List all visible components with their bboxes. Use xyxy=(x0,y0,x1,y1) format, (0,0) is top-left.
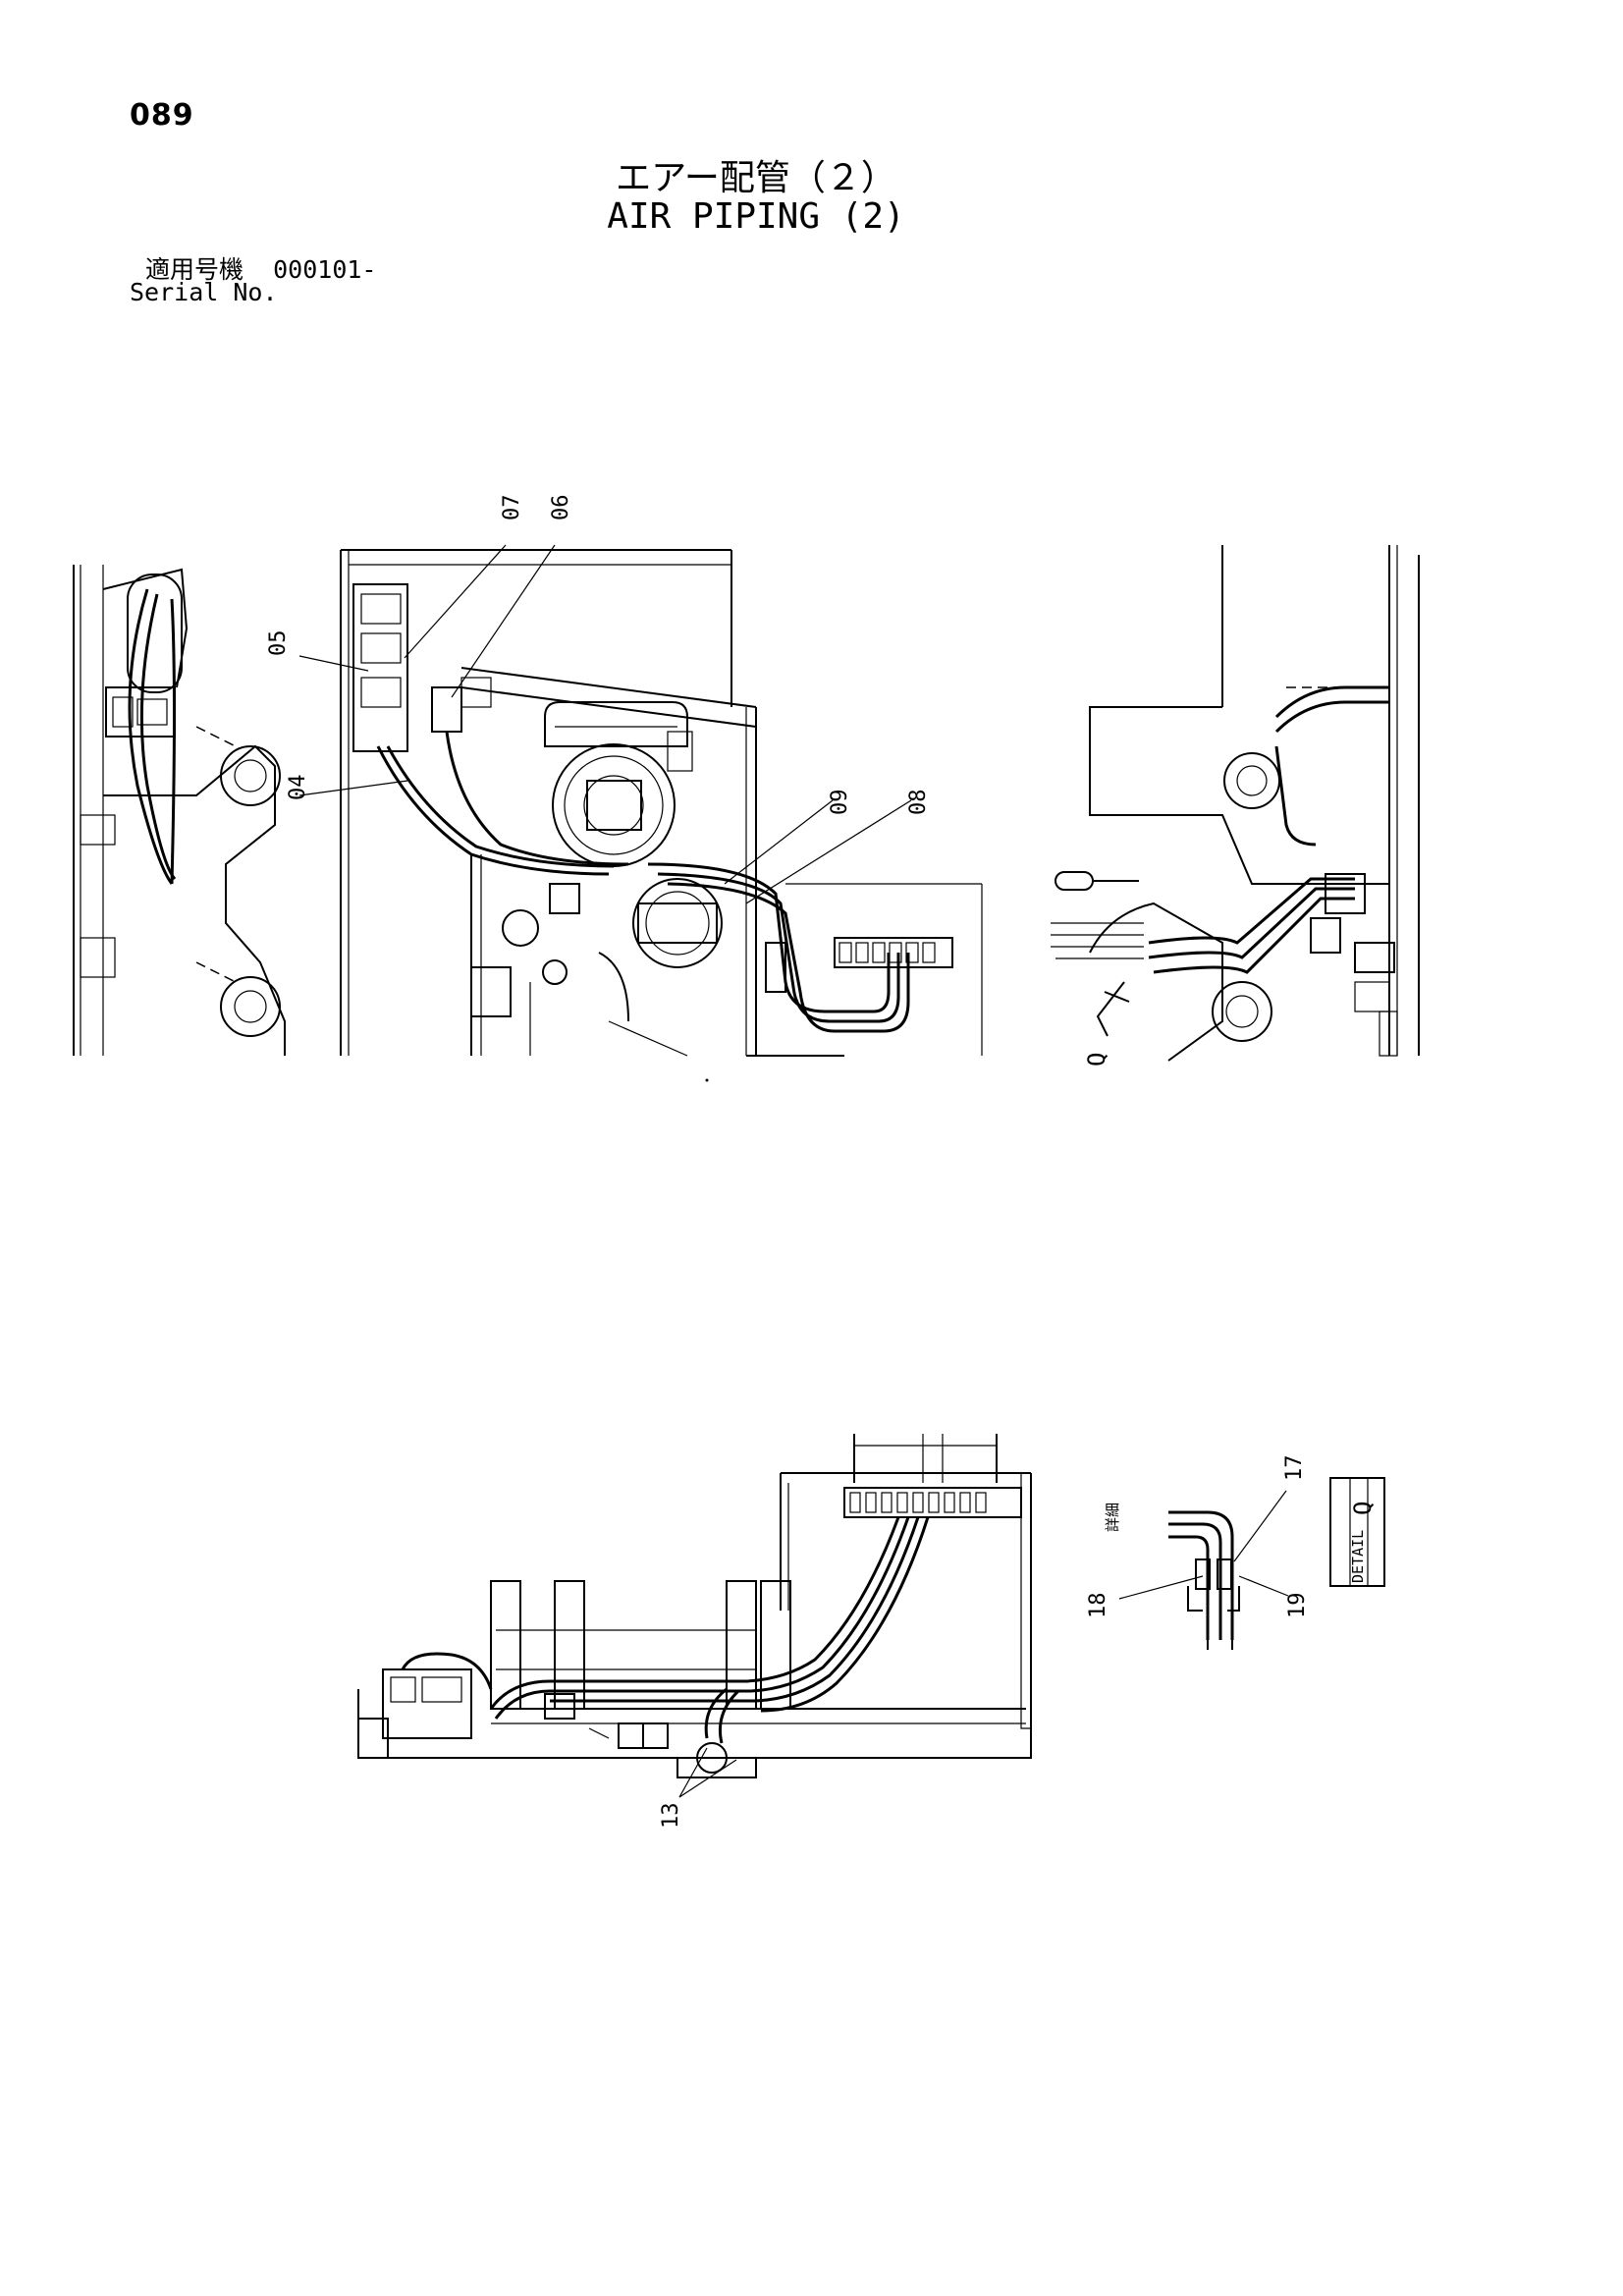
page-number: 089 xyxy=(130,98,194,133)
detail-label-en: DETAIL xyxy=(1349,1530,1367,1583)
callout-05: 05 xyxy=(266,630,291,657)
bottom-view xyxy=(357,1434,1032,1778)
detail-box: 詳細 DETAIL Q xyxy=(1104,1477,1385,1587)
callout-13: 13 xyxy=(659,1803,683,1830)
detail-label-jp: 詳細 xyxy=(1104,1503,1121,1532)
callout-18: 18 xyxy=(1086,1593,1110,1619)
detail-letter: Q xyxy=(1349,1502,1377,1515)
callout-19: 19 xyxy=(1285,1593,1310,1619)
leader-lines xyxy=(298,544,1289,1798)
page-title-jp: エアー配管（２） xyxy=(616,158,896,198)
callout-09: 09 xyxy=(828,790,852,816)
left-side-view xyxy=(73,565,286,1056)
callout-06: 06 xyxy=(549,495,573,521)
serial-line-jp: 適用号機 000101- xyxy=(145,250,376,286)
view-marker-q: Q xyxy=(1083,1053,1110,1066)
serial-label-jp: 適用号機 xyxy=(145,255,244,284)
callout-07: 07 xyxy=(500,495,524,521)
serial-label-en: Serial No. xyxy=(130,278,278,306)
callout-08: 08 xyxy=(906,790,931,816)
page-title-en: AIR PIPING (2) xyxy=(607,196,905,237)
callout-numbers: 05 04 07 06 09 08 13 17 18 19 xyxy=(266,495,1310,1830)
center-top-view xyxy=(340,549,983,1082)
detail-q-view xyxy=(1168,1510,1240,1650)
callout-04: 04 xyxy=(286,775,310,801)
serial-value: 000101- xyxy=(273,255,377,284)
callout-17: 17 xyxy=(1282,1455,1307,1482)
right-side-view: Q xyxy=(1051,545,1420,1066)
